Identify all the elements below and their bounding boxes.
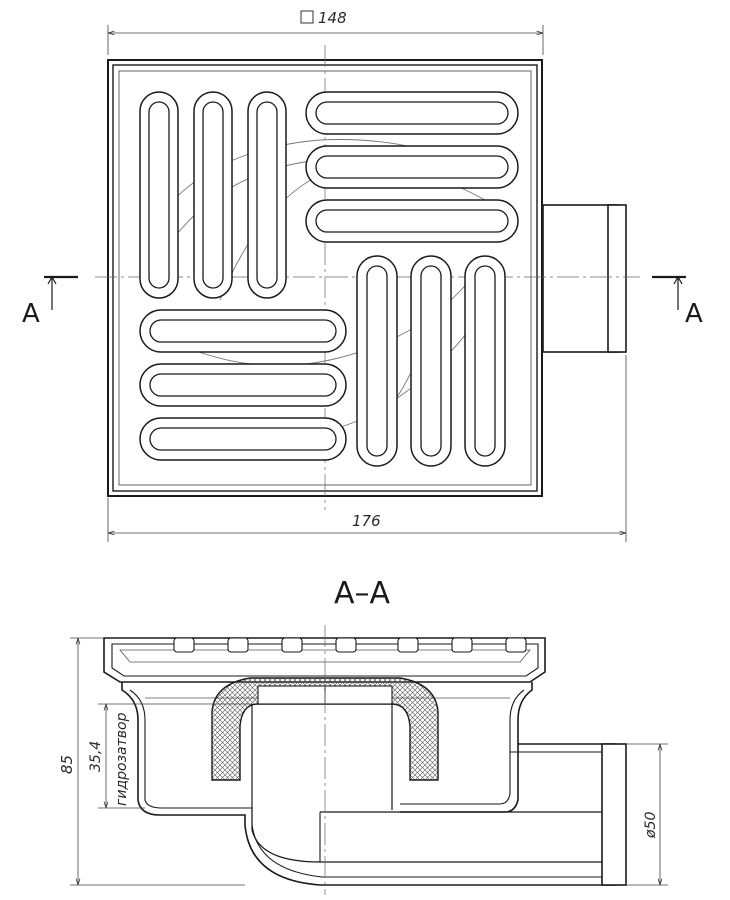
section-mark-right-label: A — [685, 299, 703, 329]
slots-bottom-right — [356, 255, 506, 467]
slots-bottom-left — [139, 309, 347, 461]
section-body — [121, 682, 627, 886]
section-title: A–A — [334, 576, 391, 611]
plan-outlet-pipe — [542, 204, 627, 353]
section-view: A–A — [58, 576, 668, 895]
outlet-diameter-label: ø50 — [643, 812, 659, 839]
bottom-dimension-label: 176 — [352, 512, 381, 530]
slots-top-right — [305, 91, 519, 243]
top-dimension-label: 148 — [318, 9, 347, 27]
height-dimension: 85 — [58, 637, 245, 886]
outlet-diameter-dimension: ø50 — [626, 743, 668, 886]
height-dimension-label: 85 — [58, 755, 76, 774]
bottom-dimension: 176 — [107, 355, 627, 542]
section-mark-left-label: A — [22, 299, 40, 329]
water-seal-label: гидрозатвор — [114, 712, 130, 806]
plan-view: 148 — [22, 9, 703, 542]
section-grate — [103, 637, 546, 683]
water-seal-value: 35,4 — [88, 741, 104, 772]
section-mark-left: A — [22, 275, 78, 329]
slots-top-left — [139, 91, 287, 299]
top-dimension: 148 — [107, 9, 544, 55]
water-seal-dimension: 35,4 гидрозатвор — [88, 703, 252, 809]
section-mark-right: A — [652, 275, 703, 329]
